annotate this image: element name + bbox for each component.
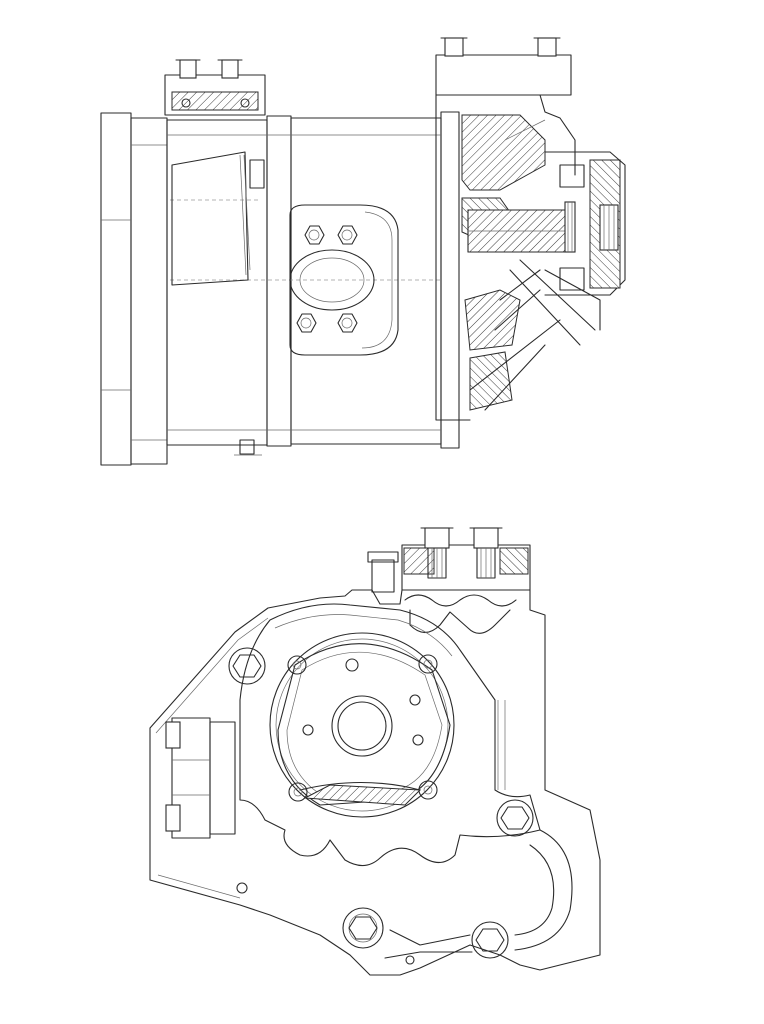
port-flange [289,204,399,356]
casing-hex-bolt [496,799,534,837]
casing-hex-bolt [342,907,384,949]
plate-bolt [288,782,308,802]
top-cap [164,59,266,116]
casing-hex-bolt [471,921,509,959]
port-bolt [296,313,317,333]
plate-bolt [418,780,438,800]
casing-outline [149,589,601,976]
port-bolt [337,313,358,333]
mounting-flange [100,112,168,466]
side-port-block [165,717,236,839]
valve-plate [269,632,455,818]
return-channel [514,829,573,951]
port-bolt [304,225,325,245]
port-bolt [337,225,358,245]
plate-bolt [287,655,307,675]
control-housing [435,37,626,421]
end-view [149,527,601,976]
casing-hex-bolt [228,647,266,685]
main-housing [166,111,460,456]
plate-bolt [418,654,438,674]
side-view [100,37,626,466]
inner-cavity [239,603,541,867]
top-valve-block [367,527,531,634]
